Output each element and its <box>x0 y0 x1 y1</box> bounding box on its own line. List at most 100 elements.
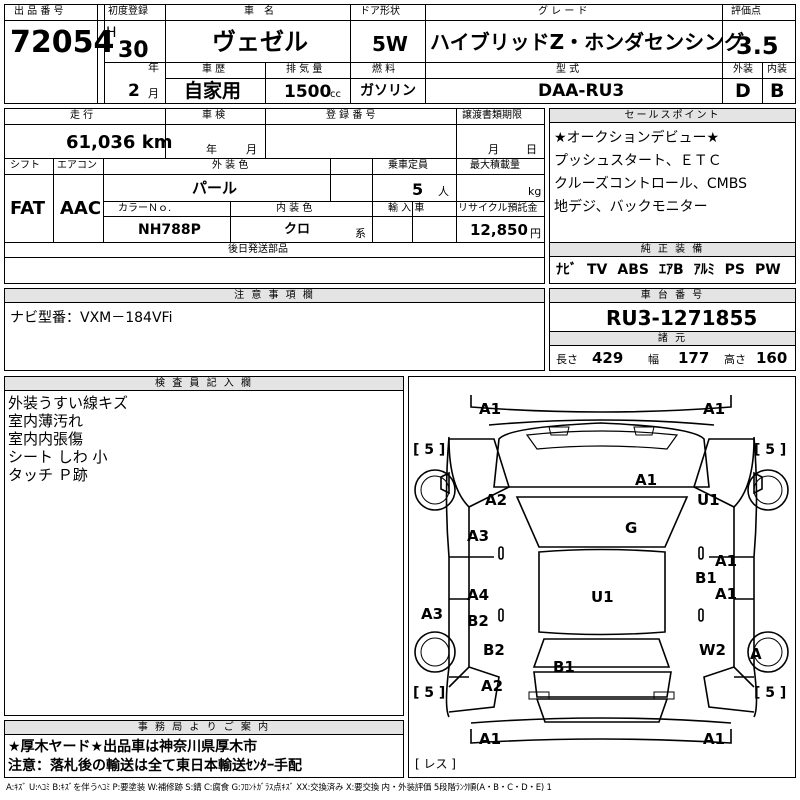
spare-tire-label: [ レス ] <box>415 757 456 771</box>
office-line: 注意：落札後の輸送は全て東日本輸送ｾﾝﾀｰ手配 <box>8 758 302 774</box>
damage-mark: A2 <box>485 491 508 509</box>
grade-label: グ レ ー ド <box>538 6 588 17</box>
recycle-fee: 12,850 <box>470 221 528 239</box>
damage-mark: A1 <box>703 400 726 418</box>
model-label: 型 式 <box>556 64 580 75</box>
int-color-label: 内 装 色 <box>276 203 313 214</box>
height-label: 高さ <box>724 353 746 366</box>
tire-depth: [ 5 ] <box>413 685 446 701</box>
inspector-label: 検 査 員 記 入 欄 <box>5 377 403 391</box>
chassis-label: 車 台 番 号 <box>550 289 795 303</box>
damage-mark: U1 <box>591 588 614 606</box>
damage-mark: A <box>750 645 762 663</box>
grade: ハイブリッドZ・ホンダセンシング <box>430 30 745 54</box>
car-name-label: 車 名 <box>244 6 274 17</box>
aircon-label: エアコン <box>57 160 97 171</box>
office-block <box>4 720 404 778</box>
load-unit: kg <box>528 185 542 198</box>
damage-mark: A4 <box>467 586 490 604</box>
color-no-label: カラーＮｏ. <box>118 203 172 214</box>
int-grade: B <box>770 80 785 102</box>
shift-label: シフト <box>10 160 40 171</box>
sales-line: クルーズコントロール、CMBS <box>554 176 747 192</box>
year-unit: 年 <box>148 61 159 74</box>
tire-depth: [ 5 ] <box>754 442 787 458</box>
import-label: 輸 入 車 <box>388 203 425 214</box>
first-reg-year: 30 <box>118 38 149 63</box>
equipment-item: ABS <box>617 262 649 278</box>
shift: FAT <box>10 198 46 219</box>
fuel-label: 燃 料 <box>372 64 396 75</box>
score-label: 評価点 <box>731 6 761 17</box>
inspection-label: 車 検 <box>202 110 226 121</box>
damage-mark: A1 <box>479 400 502 418</box>
inspector-line: タッチ Ｐ跡 <box>8 466 88 484</box>
capacity-label: 乗車定員 <box>388 160 428 171</box>
damage-mark: A1 <box>479 730 502 748</box>
damage-mark: B1 <box>695 569 717 587</box>
vehicle-info-block <box>4 108 545 284</box>
length-label: 長さ <box>556 353 578 366</box>
int-grade-label: 内装 <box>767 64 787 75</box>
inspector-line: シート しわ 小 <box>8 448 108 466</box>
fuel: ガソリン <box>360 83 416 99</box>
equipment-list: ﾅﾋﾞ TV ABS ｴｱB ｱﾙﾐ PS PW <box>556 263 781 277</box>
tire-depth: [ 5 ] <box>413 442 446 458</box>
equipment-label: 純 正 装 備 <box>550 243 795 257</box>
reg-number-label: 登 録 番 号 <box>326 110 376 121</box>
era: H <box>106 25 117 41</box>
equipment-item: ﾅﾋﾞ <box>556 262 577 278</box>
recycle-unit: 円 <box>530 227 541 240</box>
capacity-unit: 人 <box>438 185 449 198</box>
damage-mark: A3 <box>467 527 490 545</box>
door-type: 5W <box>372 32 408 56</box>
inspector-line: 外装うすい線キズ <box>8 394 129 412</box>
inspection-year-unit: 年 <box>206 143 217 156</box>
mileage: 61,036 km <box>66 132 173 153</box>
int-color: クロ <box>284 222 311 237</box>
spec-label: 諸 元 <box>550 332 795 346</box>
ext-grade: D <box>735 80 751 102</box>
car-name: ヴェゼル <box>212 28 308 56</box>
chassis-block <box>549 288 796 371</box>
car-outline-drawing <box>414 395 789 744</box>
transfer-label: 譲渡書類期限 <box>462 110 522 121</box>
equipment-item: PW <box>755 262 781 278</box>
ext-grade-label: 外装 <box>733 64 753 75</box>
sales-point-block <box>549 108 796 284</box>
damage-mark: G <box>625 519 638 537</box>
score: 3.5 <box>736 32 779 60</box>
load-label: 最大積載量 <box>470 160 520 171</box>
legend: A:ｷｽﾞ U:ﾍｺﾐ B:ｷｽﾞを伴うﾍｺﾐ P:要塗装 W:補修跡 S:錆 … <box>6 783 552 793</box>
displacement-label: 排 気 量 <box>286 64 323 75</box>
mileage-label: 走 行 <box>70 110 94 121</box>
transfer-month-unit: 月 <box>488 143 499 156</box>
recycle-label: リサイクル預託金 <box>458 203 538 214</box>
int-color-unit: 系 <box>355 227 366 240</box>
displacement-unit: cc <box>330 89 341 100</box>
sales-line: ★オークションデビュー★ <box>554 130 720 146</box>
office-line: ★厚木ヤード★出品車は神奈川県厚木市 <box>8 739 258 755</box>
door-label: ドア形状 <box>360 6 400 17</box>
chassis-number: RU3-1271855 <box>606 306 758 330</box>
aircon: AAC <box>60 198 102 219</box>
damage-mark: A2 <box>481 677 504 695</box>
width-label: 幅 <box>648 353 659 366</box>
lot-number: 72054 <box>10 25 115 60</box>
color-no: NH788P <box>138 222 201 238</box>
car-damage-diagram: A1 A1 A1 A2 U1 G A3 A1 B1 A4 U1 A1 B2 A3… <box>408 376 796 778</box>
later-parts-label: 後日発送部品 <box>228 244 288 255</box>
transfer-day-unit: 日 <box>526 143 537 156</box>
damage-mark: A1 <box>703 730 726 748</box>
model: DAA-RU3 <box>538 81 625 101</box>
damage-mark: U1 <box>697 491 720 509</box>
first-reg-label: 初度登録 <box>108 6 148 17</box>
header-block <box>4 4 796 104</box>
damage-mark: A1 <box>715 552 738 570</box>
damage-mark: B1 <box>553 658 575 676</box>
notes-label: 注 意 事 項 欄 <box>5 289 544 303</box>
first-reg-month: 2 <box>128 81 140 101</box>
ext-color-label: 外 装 色 <box>212 160 249 171</box>
damage-mark: A1 <box>635 471 658 489</box>
height: 160 <box>756 349 788 367</box>
